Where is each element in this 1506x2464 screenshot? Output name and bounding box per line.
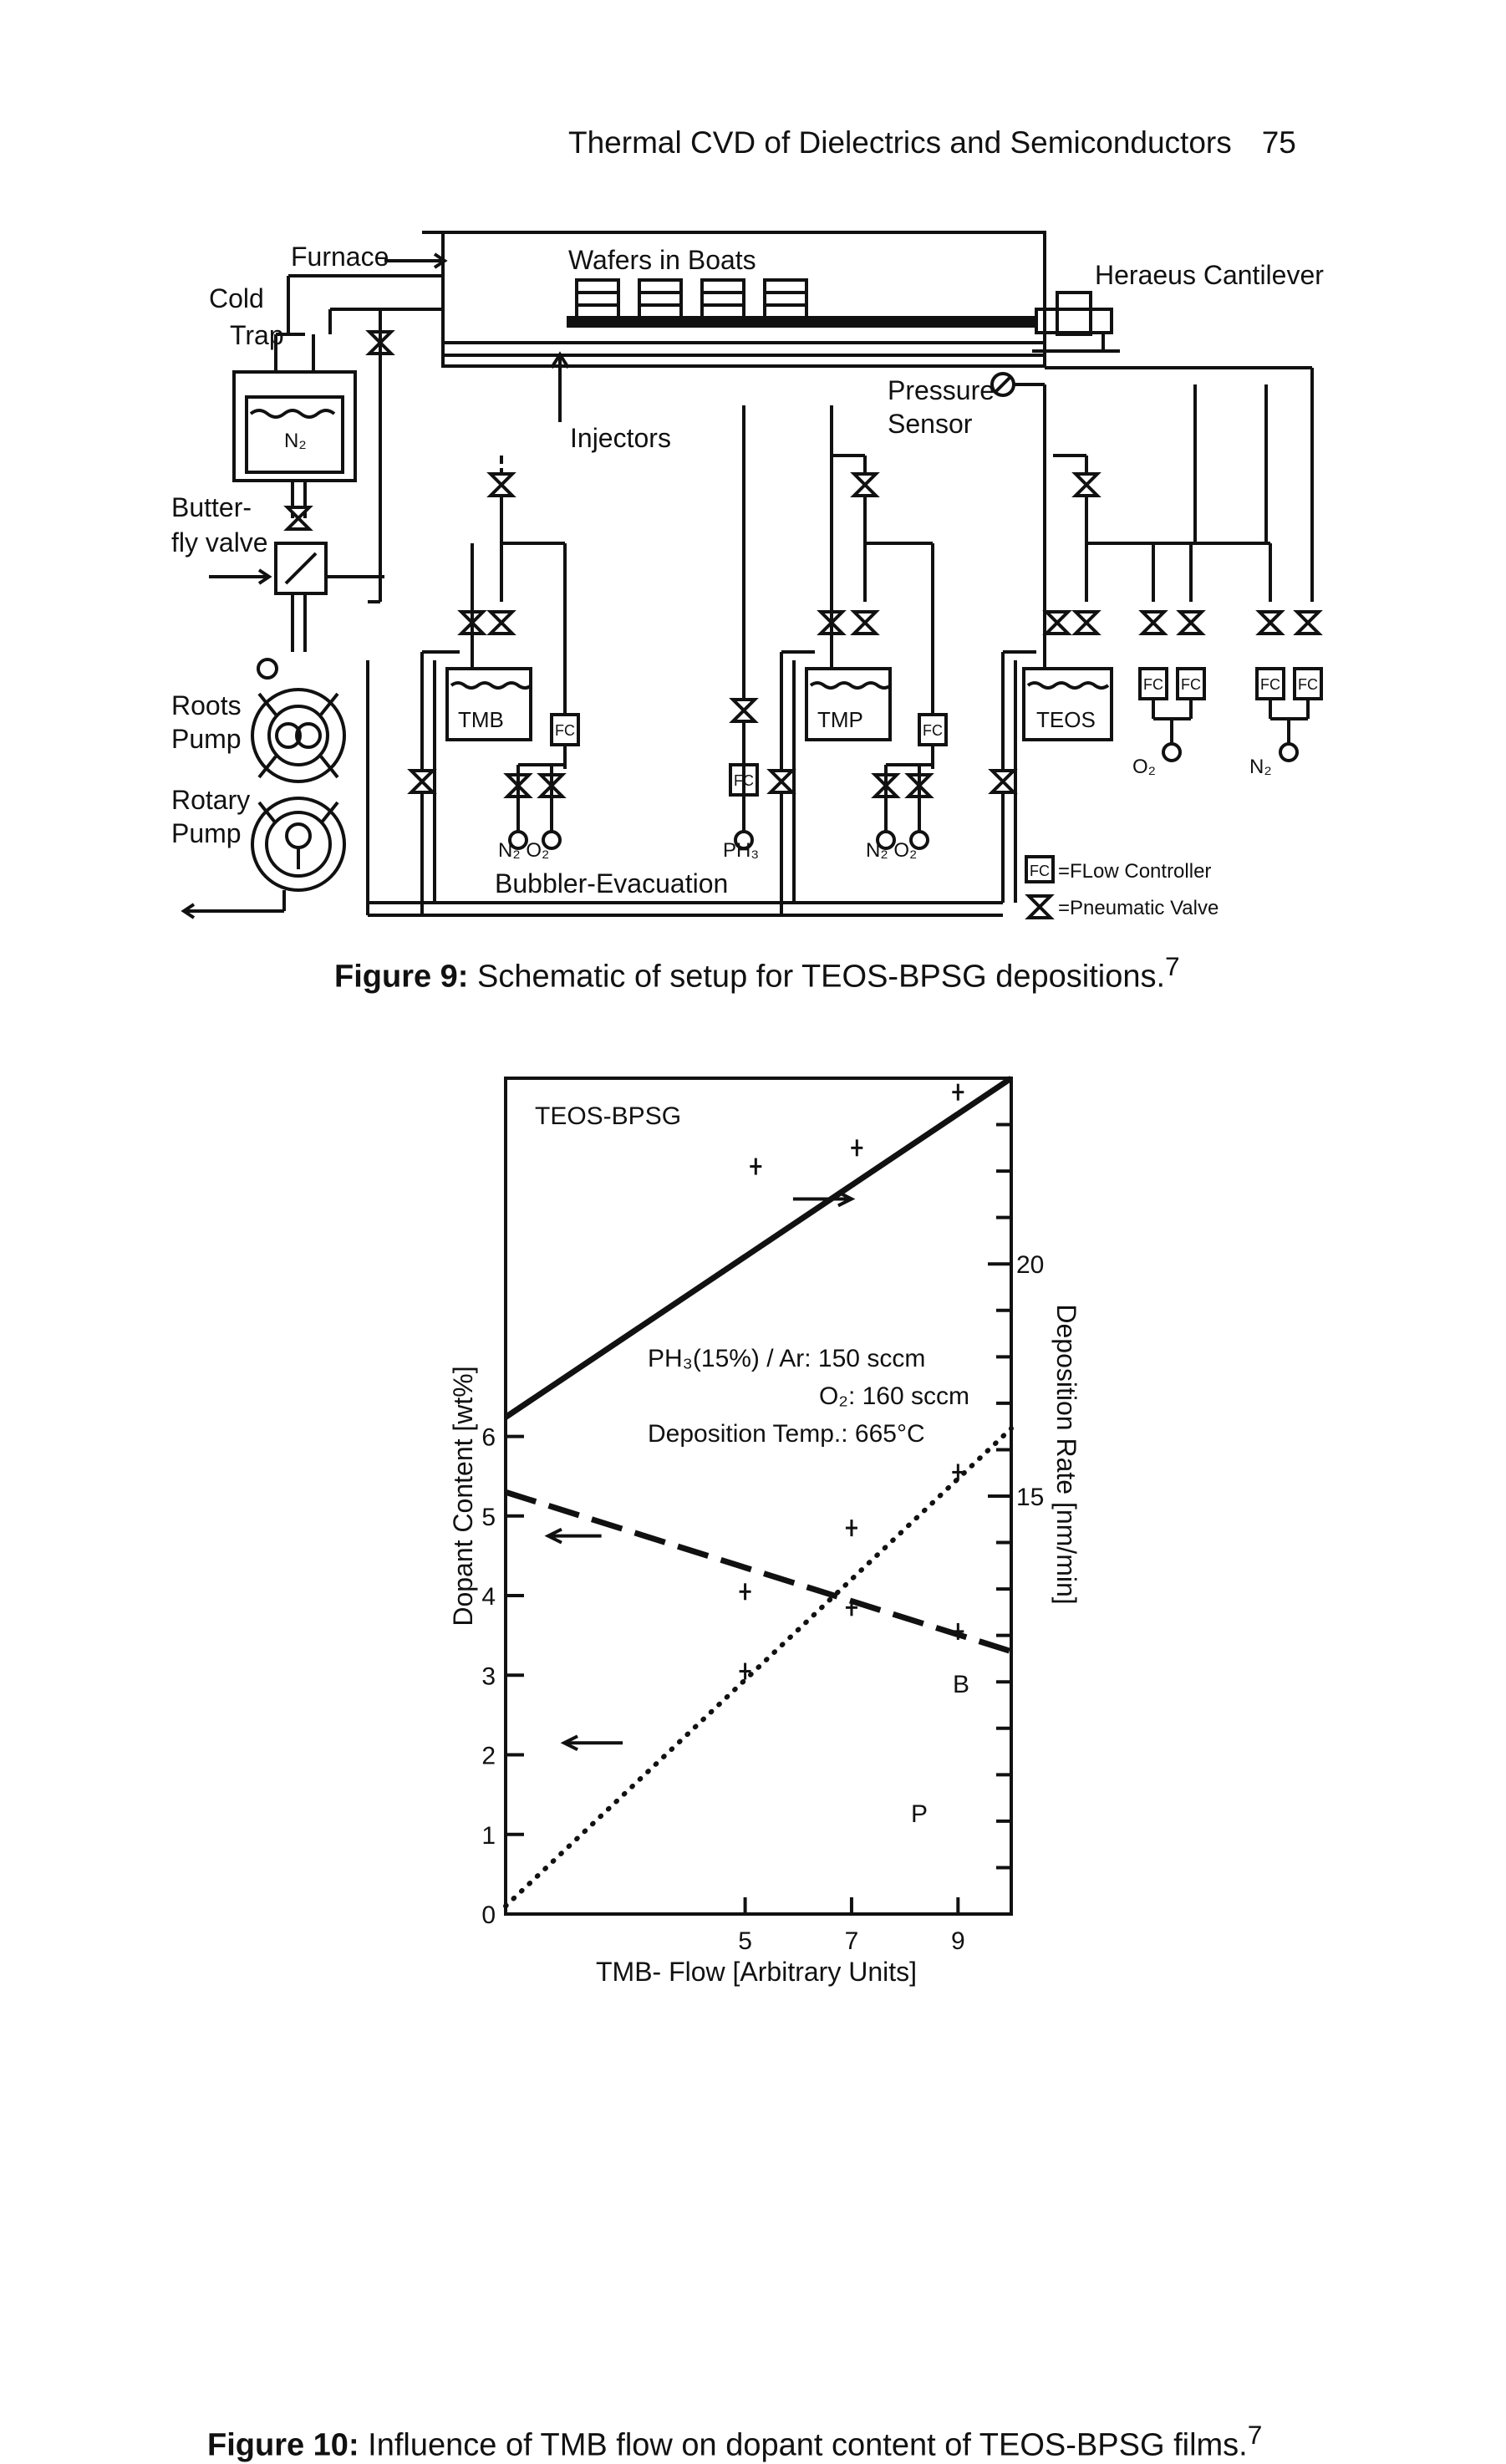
figure-9-text: Schematic of setup for TEOS-BPSG deposit… xyxy=(477,959,1166,995)
x-tick-label: 7 xyxy=(845,1927,859,1955)
label-furnace: Furnace xyxy=(291,242,389,272)
label-rotary-1: Rotary xyxy=(171,785,250,815)
label-fc-o2-1: FC xyxy=(1143,676,1163,693)
furnace-tube xyxy=(441,231,1046,368)
roots-pump xyxy=(251,688,346,783)
label-fc-n2-1: FC xyxy=(1260,676,1280,693)
label-trap-n2: N₂ xyxy=(284,430,307,452)
label-n2: N₂ xyxy=(1249,756,1272,778)
figure-9-caption: Figure 9: Schematic of setup for TEOS-BP… xyxy=(334,951,1180,995)
label-roots-2: Pump xyxy=(171,724,242,754)
legend-fc-box xyxy=(1025,855,1055,883)
label-fc-o2-2: FC xyxy=(1181,676,1201,693)
label-n2o2-tmb: N₂ O₂ xyxy=(498,839,549,862)
label-n2o2-tmp: N₂ O₂ xyxy=(866,839,917,862)
running-title: Thermal CVD of Dielectrics and Semicondu… xyxy=(568,125,1232,160)
y-left-tick-label: 1 xyxy=(481,1822,496,1850)
y-left-tick-label: 2 xyxy=(481,1743,496,1770)
annotation-2: O₂: 160 sccm xyxy=(819,1382,969,1410)
series-line-b xyxy=(503,1426,1014,1909)
tmb-bubbler xyxy=(445,667,532,741)
y-right-tick-label: 15 xyxy=(1016,1484,1044,1511)
figure-10-chart: TEOS-BPSG PH₃(15%) / Ar: 150 sccm O₂: 16… xyxy=(448,1076,1081,1987)
label-teos: TEOS xyxy=(1036,707,1096,732)
figure-10-label: Figure 10: xyxy=(207,2427,359,2463)
label-fc-n2-2: FC xyxy=(1298,676,1318,693)
figure-9-schematic: Furnace Cold Trap Wafers in Boats Heraeu… xyxy=(171,231,1324,919)
page-header: Thermal CVD of Dielectrics and Semicondu… xyxy=(568,125,1296,160)
teos-bubbler xyxy=(1022,667,1113,741)
series-line-p xyxy=(504,1489,1013,1655)
label-roots-1: Roots xyxy=(171,690,242,720)
label-butterfly-2: fly valve xyxy=(171,527,268,557)
label-butterfly-1: Butter- xyxy=(171,492,252,522)
legend-fc-letters: FC xyxy=(1030,863,1050,879)
tmp-bubbler xyxy=(805,667,892,741)
label-cantilever: Heraeus Cantilever xyxy=(1095,260,1324,290)
figure-10-caption: Figure 10: Influence of TMB flow on dopa… xyxy=(207,2420,1262,2464)
label-bubbler: Bubbler-Evacuation xyxy=(495,868,728,899)
label-cold-1: Cold xyxy=(209,283,264,313)
label-pressure-1: Pressure xyxy=(888,375,995,405)
legend-valve-label: =Pneumatic Valve xyxy=(1058,897,1219,919)
rotary-pump xyxy=(251,797,346,892)
label-ph3: PH₃ xyxy=(723,839,759,862)
label-rotary-2: Pump xyxy=(171,818,242,848)
annotation-3: Deposition Temp.: 665°C xyxy=(648,1420,925,1448)
cantilever xyxy=(1032,291,1120,353)
figure-9-label: Figure 9: xyxy=(334,959,469,995)
legend-valve-icon xyxy=(1027,894,1052,919)
direction-arrowhead xyxy=(544,1527,562,1545)
label-fc-tmb: FC xyxy=(555,722,575,739)
x-tick-label: 5 xyxy=(738,1927,752,1955)
y-left-tick-label: 0 xyxy=(481,1901,496,1929)
label-o2: O₂ xyxy=(1132,756,1156,778)
legend-fc-label: =FLow Controller xyxy=(1058,860,1211,883)
label-fc-ph3: FC xyxy=(734,772,754,789)
direction-arrowhead xyxy=(560,1734,578,1752)
label-wafers: Wafers in Boats xyxy=(568,245,756,275)
series-b-label: B xyxy=(953,1671,969,1698)
figure-9-ref: 7 xyxy=(1165,951,1180,981)
label-cold-2: Trap xyxy=(230,320,284,350)
series-line-deposition-rate xyxy=(504,1076,1013,1420)
page-number: 75 xyxy=(1261,125,1296,160)
label-pressure-2: Sensor xyxy=(888,409,973,439)
y-left-tick-label: 5 xyxy=(481,1504,496,1531)
x-axis-label: TMB- Flow [Arbitrary Units] xyxy=(596,1957,917,1987)
y-left-tick-label: 4 xyxy=(481,1583,496,1611)
ph3-fc xyxy=(729,763,759,797)
cold-trap xyxy=(232,333,357,482)
y-axis-left-label: Dopant Content [wt%] xyxy=(448,1366,478,1626)
label-tmb: TMB xyxy=(458,707,504,732)
figure-10-ref: 7 xyxy=(1247,2420,1263,2450)
annotation-1: PH₃(15%) / Ar: 150 sccm xyxy=(648,1345,925,1372)
y-left-tick-label: 6 xyxy=(481,1424,496,1452)
x-tick-label: 9 xyxy=(951,1927,965,1955)
y-right-tick-label: 20 xyxy=(1016,1251,1044,1279)
series-p-label: P xyxy=(911,1800,928,1828)
direction-arrowhead xyxy=(837,1190,856,1208)
plot-frame xyxy=(504,1077,1013,1916)
y-axis-right-label: Deposition Rate [nm/min] xyxy=(1051,1304,1081,1604)
chart-title: TEOS-BPSG xyxy=(535,1102,681,1130)
wafer-boats xyxy=(567,278,1038,328)
label-injectors: Injectors xyxy=(570,423,671,453)
label-fc-tmp: FC xyxy=(923,722,943,739)
label-tmp: TMP xyxy=(817,707,863,732)
y-left-tick-label: 3 xyxy=(481,1662,496,1690)
butterfly-body xyxy=(274,542,328,595)
figure-10-text: Influence of TMB flow on dopant content … xyxy=(368,2427,1248,2463)
